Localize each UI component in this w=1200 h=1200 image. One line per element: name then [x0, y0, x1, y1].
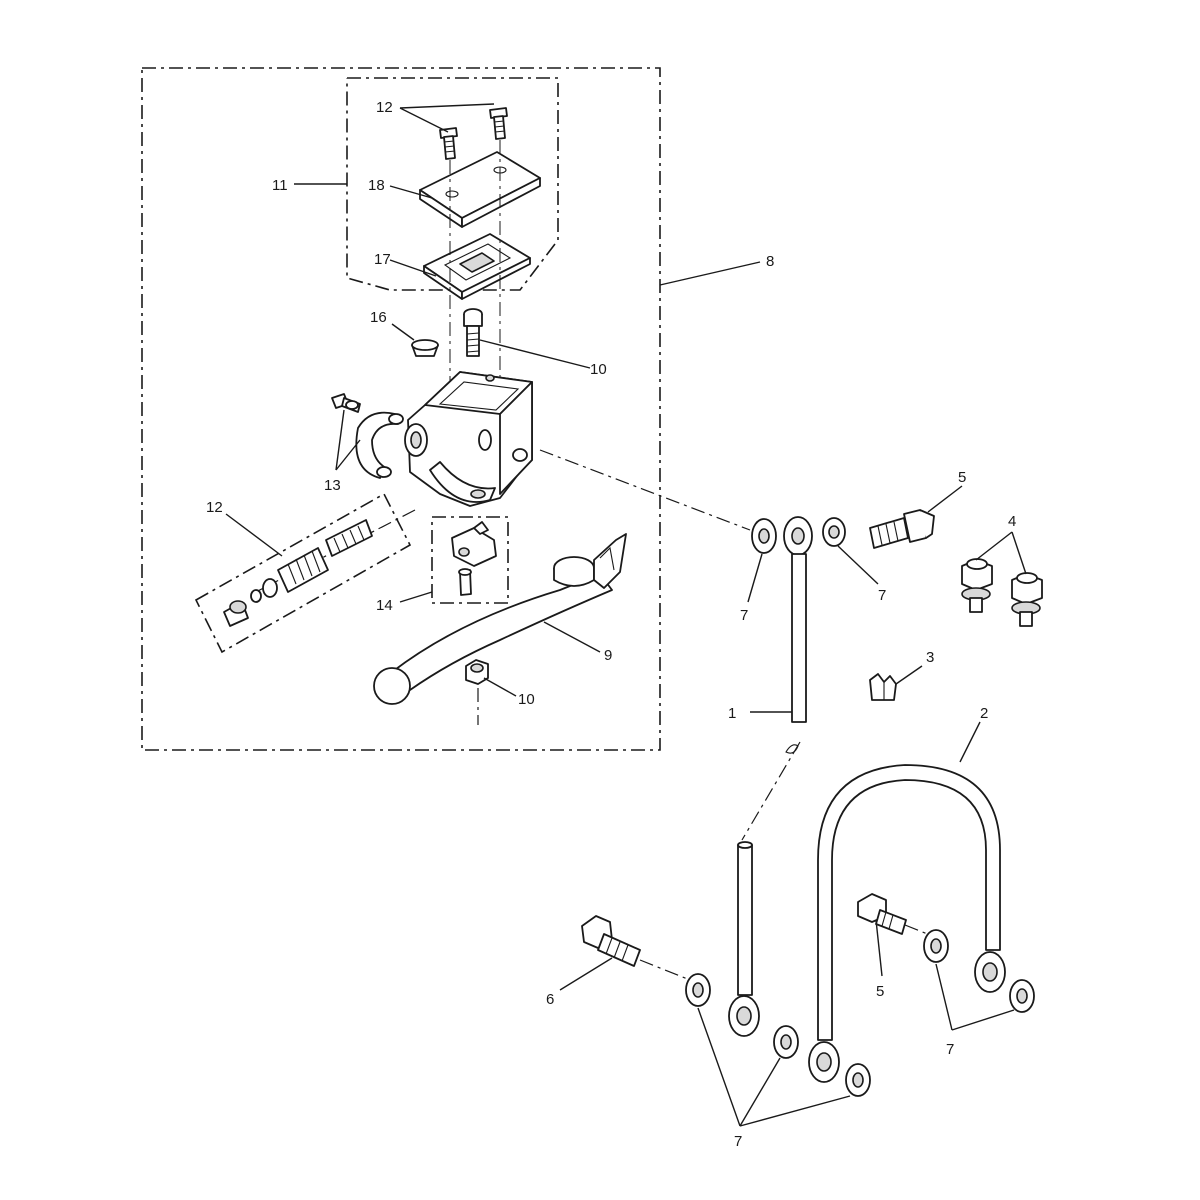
banjo-bolt-5-lower	[857, 893, 907, 935]
brake-hose-1-lower	[728, 841, 760, 1037]
screw-16-left	[439, 127, 458, 160]
bleed-valve-4-left	[961, 558, 993, 613]
brake-switch-14	[451, 521, 497, 596]
callout-7-lower: 7	[734, 1133, 742, 1150]
assembly-14-boundary	[431, 516, 509, 604]
piston-assembly-12	[223, 519, 373, 627]
bleed-valve-4-right	[1011, 572, 1043, 627]
callout-18: 18	[368, 177, 385, 194]
sealing-washers-7-lower	[685, 929, 1035, 1097]
hose-clip-3	[869, 673, 897, 701]
callout-6: 6	[546, 991, 554, 1008]
callout-10-upper: 10	[590, 361, 607, 378]
assembly-8-boundary	[141, 67, 661, 751]
brake-lever-9	[373, 533, 627, 705]
callout-13: 13	[324, 477, 341, 494]
callout-11: 11	[272, 177, 288, 194]
banjo-hose-1-top	[751, 516, 846, 723]
callout-17: 17	[374, 251, 391, 268]
master-cylinder-body	[404, 371, 533, 507]
rubber-cap-15	[411, 339, 439, 357]
callout-7-top-left: 7	[740, 607, 748, 624]
reservoir-cap-18	[419, 151, 541, 228]
callout-9: 9	[604, 647, 612, 664]
hose-break-mark	[785, 744, 799, 754]
bolt-10-upper	[463, 308, 483, 357]
callout-7-top-right: 7	[878, 587, 886, 604]
callout-7-lower-right: 7	[946, 1041, 954, 1058]
callout-10-lower: 10	[518, 691, 535, 708]
callout-16: 12	[376, 99, 393, 116]
callout-5-lower: 5	[876, 983, 884, 1000]
leader-lines	[225, 103, 1027, 1127]
banjo-bolt-6	[581, 915, 641, 967]
callout-5-top: 5	[958, 469, 966, 486]
callout-14: 14	[376, 597, 393, 614]
assembly-11-boundary	[346, 77, 559, 291]
handlebar-clamp-13	[331, 393, 404, 479]
callout-labels: 12 11 18 17 8 16 10 13 5 12 4 7 14 7 9 3…	[206, 99, 1016, 1150]
callout-1: 1	[728, 705, 736, 722]
callout-12: 12	[206, 499, 223, 516]
callout-8: 8	[766, 253, 774, 270]
banjo-bolt-5-top	[869, 509, 935, 549]
callout-3: 3	[926, 649, 934, 666]
callout-4: 4	[1008, 513, 1016, 530]
callout-2: 2	[980, 705, 988, 722]
callout-15: 16	[370, 309, 387, 326]
brake-hose-2	[808, 764, 1006, 1083]
nut-10-lower	[465, 659, 489, 685]
assembly-12-boundary	[194, 492, 412, 654]
screw-16-right	[489, 107, 508, 140]
